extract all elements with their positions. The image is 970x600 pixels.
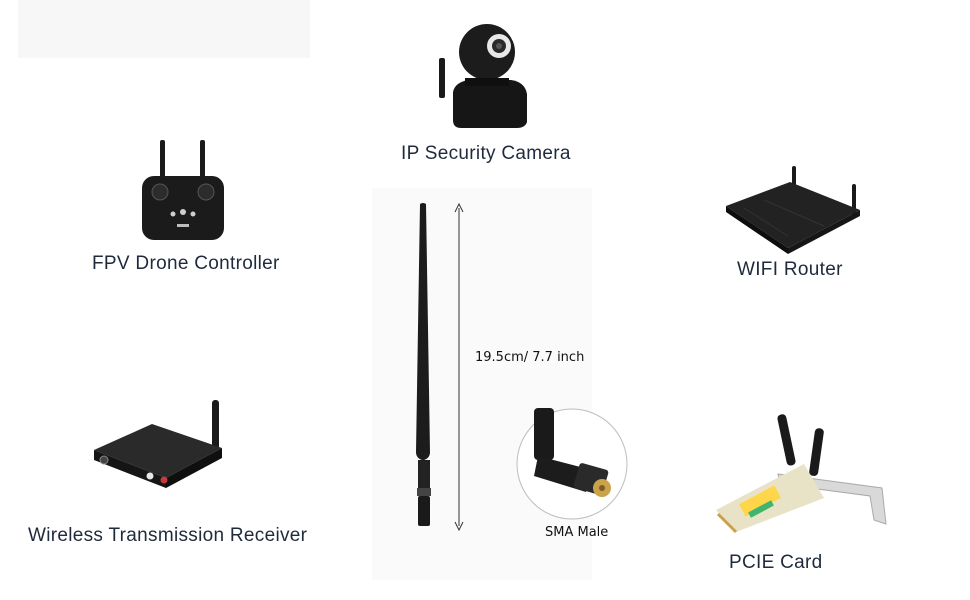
pcie-card-icon bbox=[716, 414, 887, 534]
drone-controller-label: FPV Drone Controller bbox=[92, 253, 280, 274]
pcie-card-label: PCIE Card bbox=[729, 552, 823, 573]
ip-camera-icon bbox=[439, 24, 527, 128]
wireless-receiver-icon bbox=[94, 400, 222, 488]
dimension-arrow bbox=[454, 202, 464, 532]
antenna-dimension-label: 19.5cm/ 7.7 inch bbox=[475, 350, 585, 365]
wifi-router-label: WIFI Router bbox=[737, 259, 843, 280]
ip-camera-label: IP Security Camera bbox=[401, 143, 571, 164]
background-panel-top-left bbox=[18, 0, 310, 58]
sma-connector-icon bbox=[516, 408, 628, 520]
sma-connector-label: SMA Male bbox=[545, 525, 609, 540]
background-panel-center bbox=[372, 188, 592, 580]
drone-controller-icon bbox=[142, 140, 224, 240]
wireless-receiver-label: Wireless Transmission Receiver bbox=[28, 525, 308, 546]
antenna-icon bbox=[416, 203, 431, 526]
wifi-router-icon bbox=[726, 166, 860, 254]
